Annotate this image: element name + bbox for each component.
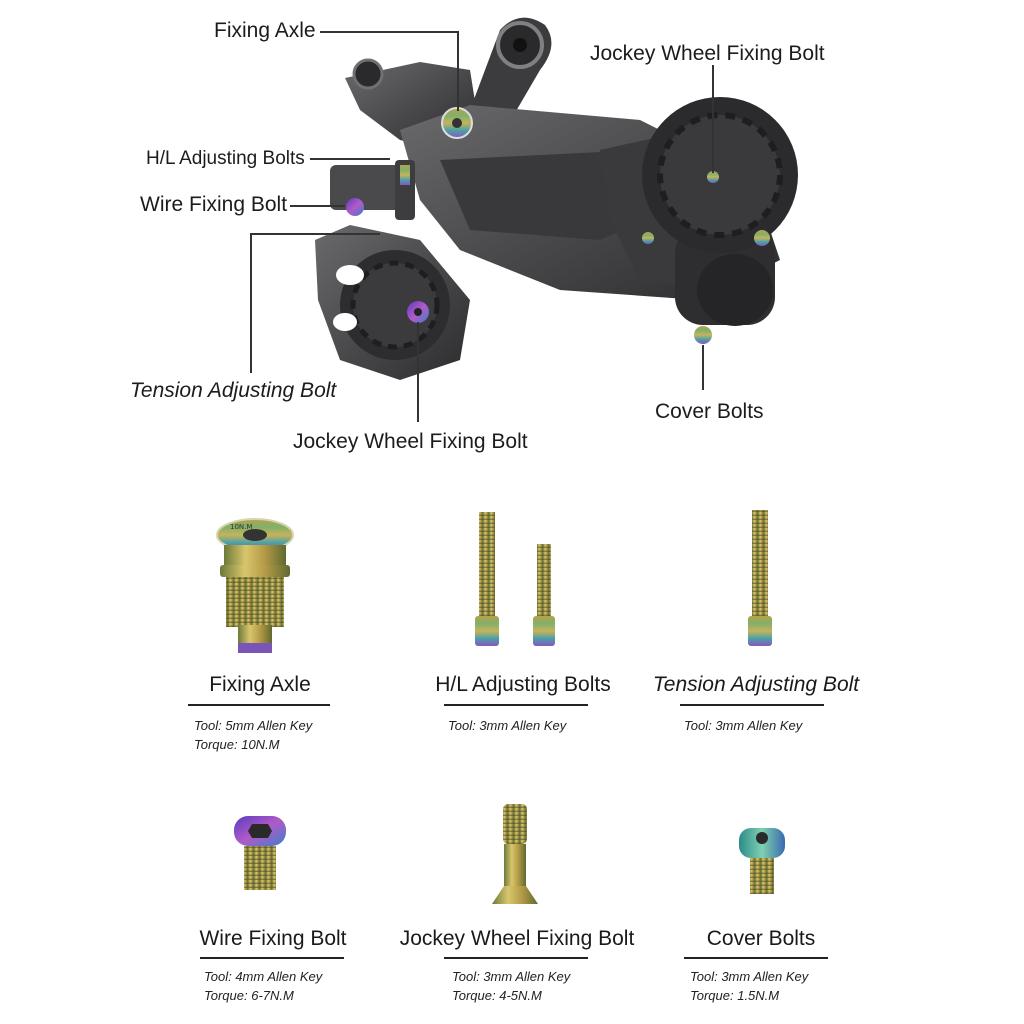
part-spec-cover-bolts: Tool: 3mm Allen Key Torque: 1.5N.M (690, 968, 808, 1006)
title-underline (444, 957, 588, 959)
tool-text: Tool: 3mm Allen Key (690, 969, 809, 984)
fixing-axle-image: 10N.M (216, 518, 294, 653)
part-title-tension-adjusting: Tension Adjusting Bolt (652, 673, 860, 696)
torque-text: Torque: 6-7N.M (204, 987, 294, 1003)
part-spec-jockey-wheel: Tool: 3mm Allen Key Torque: 4-5N.M (452, 968, 570, 1006)
leader-line (290, 205, 345, 207)
leader-line (702, 345, 704, 390)
callout-hl-adjusting: H/L Adjusting Bolts (146, 148, 305, 169)
tool-text: Tool: 5mm Allen Key (194, 718, 313, 733)
torque-text: Torque: 10N.M (194, 736, 280, 752)
part-title-cover-bolts: Cover Bolts (706, 927, 816, 950)
hl-adjusting-bolts-image (475, 512, 555, 646)
part-spec-tension-adjusting: Tool: 3mm Allen Key (684, 717, 802, 736)
part-title-fixing-axle: Fixing Axle (209, 673, 311, 696)
tool-text: Tool: 3mm Allen Key (452, 969, 571, 984)
callout-jockey-wheel-top: Jockey Wheel Fixing Bolt (590, 42, 825, 65)
title-underline (680, 704, 824, 706)
part-title-hl-adjusting: H/L Adjusting Bolts (435, 673, 611, 696)
tool-text: Tool: 3mm Allen Key (448, 718, 567, 733)
callout-jockey-wheel-bottom: Jockey Wheel Fixing Bolt (293, 430, 528, 453)
leader-line (250, 233, 252, 373)
torque-text: Torque: 1.5N.M (690, 987, 780, 1003)
callout-tension-adjusting: Tension Adjusting Bolt (130, 379, 337, 402)
part-spec-fixing-axle: Tool: 5mm Allen Key Torque: 10N.M (194, 717, 312, 755)
tool-text: Tool: 3mm Allen Key (684, 718, 803, 733)
callout-wire-fixing: Wire Fixing Bolt (140, 193, 288, 216)
torque-text: Torque: 4-5N.M (452, 987, 542, 1003)
part-spec-wire-fixing: Tool: 4mm Allen Key Torque: 6-7N.M (204, 968, 322, 1006)
cover-bolts-image (739, 828, 785, 894)
part-spec-hl-adjusting: Tool: 3mm Allen Key (448, 717, 566, 736)
title-underline (188, 704, 330, 706)
leader-line (457, 31, 459, 111)
callout-cover-bolts: Cover Bolts (655, 400, 764, 423)
leader-line (417, 322, 419, 422)
leader-line (250, 233, 380, 235)
wire-fixing-bolt-image (234, 816, 286, 890)
leader-line (712, 65, 714, 173)
svg-text:10N.M: 10N.M (230, 523, 252, 531)
leader-line (310, 158, 390, 160)
leader-line (320, 31, 458, 33)
title-underline (684, 957, 828, 959)
part-title-jockey-wheel: Jockey Wheel Fixing Bolt (399, 927, 635, 950)
title-underline (444, 704, 588, 706)
tool-text: Tool: 4mm Allen Key (204, 969, 323, 984)
tension-adjusting-bolt-image (748, 510, 772, 646)
title-underline (200, 957, 344, 959)
derailleur-illustration (315, 17, 798, 380)
jockey-wheel-bolt-image (492, 804, 538, 904)
callout-fixing-axle: Fixing Axle (214, 19, 316, 42)
part-title-wire-fixing: Wire Fixing Bolt (199, 927, 347, 950)
